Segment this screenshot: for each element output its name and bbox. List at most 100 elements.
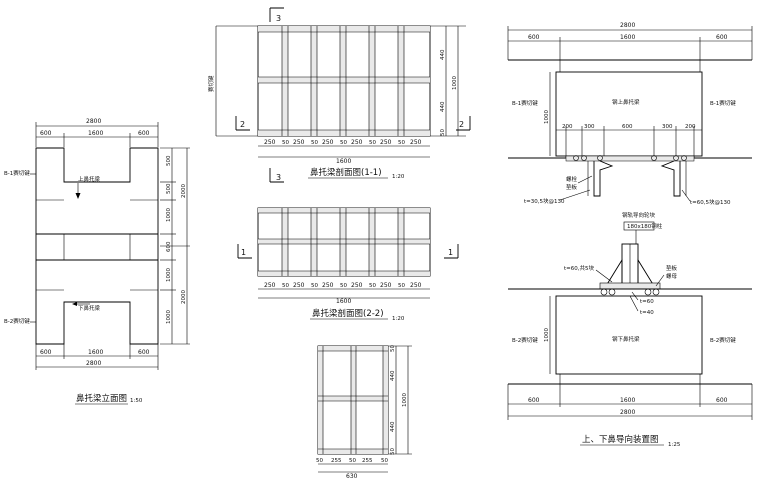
sec2-bottom-dim-11: 250 — [410, 282, 422, 289]
guide-center-label-top: 钢上鼻托梁 — [612, 98, 640, 106]
guide-top-dim-3: 600 — [716, 34, 728, 41]
sec1-bottom-dim-11: 250 — [410, 139, 422, 146]
elev-right-dim-6: 1000 — [166, 310, 172, 324]
guide-dim-1000-top: 1000 — [544, 110, 550, 124]
sec1-mark-left: 2 — [240, 120, 245, 129]
sec3-bottom-dim-5: 50 — [381, 458, 388, 464]
guide-top-dim-2: 1600 — [620, 34, 635, 41]
guide-right-label-bottom: B-2赛切键 — [710, 336, 736, 344]
guide-bottom-dim-1: 600 — [528, 397, 540, 404]
section-3-3: 50 440 440 50 1000 50 255 50 255 50 630 — [316, 345, 412, 480]
sec3-right-dim-4: 50 — [390, 448, 396, 455]
sec3-right-dim-5: 1000 — [402, 393, 408, 407]
sec2-bottom-dim-10: 50 — [398, 283, 405, 289]
guide-head-size: 180x180钢柱 — [627, 222, 663, 230]
elev-side-label-top: B-1赛切键 — [4, 169, 30, 177]
elev-top-dim-2: 1600 — [88, 130, 103, 137]
guide-plate-right-top: t=60,5块@130 — [690, 198, 731, 206]
sec2-bottom-dim-1: 250 — [264, 282, 276, 289]
guide-device: 2800 600 1600 600 B-1赛切键 B-1赛切键 钢上鼻托梁 10… — [507, 22, 753, 448]
guide-dim-1000-bottom: 1000 — [544, 328, 550, 342]
guide-center-label-bottom: 钢下鼻托梁 — [612, 335, 640, 343]
elev-bottom-total: 2800 — [86, 360, 101, 367]
guide-t40: t=40 — [640, 310, 654, 316]
sec3-total: 630 — [346, 473, 358, 480]
section1-title: 鼻托梁剖面图(1-1) — [310, 167, 382, 178]
sec3-right-dim-3: 440 — [390, 421, 396, 432]
sec1-bottom-dim-5: 250 — [322, 139, 334, 146]
sec2-bottom-dim-2: 50 — [282, 283, 289, 289]
sec2-bottom-dim-8: 50 — [369, 283, 376, 289]
elev-right-dim-5: 1000 — [166, 268, 172, 282]
guide-plate-left-top: t=30,5块@130 — [524, 197, 565, 205]
guide-pad-label: 垫板 — [566, 183, 578, 191]
sec3-bottom-dim-1: 50 — [316, 458, 323, 464]
sec1-right-dim-4: 1000 — [452, 76, 458, 90]
sec1-mark-top: 3 — [276, 14, 281, 23]
sec2-mark-right: 1 — [448, 248, 453, 257]
guide-right-bolt: 螺母 — [666, 272, 678, 280]
sec2-bottom-dim-3: 250 — [293, 282, 305, 289]
sec3-bottom-dim-2: 255 — [331, 458, 342, 464]
guide-right-label-top: B-1赛切键 — [710, 99, 736, 107]
sec3-bottom-dim-3: 50 — [349, 458, 356, 464]
sec3-right-dim-2: 440 — [390, 370, 396, 381]
guide-bolt-label: 螺栓 — [566, 175, 578, 183]
guide-bottom-dim-2: 1600 — [620, 397, 635, 404]
section2-scale: 1:20 — [392, 316, 405, 322]
guide-title: 上、下鼻导向装置图 — [582, 434, 659, 445]
elev-outer-dim-1: 2000 — [181, 184, 187, 198]
guide-top-total: 2800 — [620, 22, 635, 29]
guide-bottom-dim-3: 600 — [716, 397, 728, 404]
sec3-bottom-dim-4: 255 — [362, 458, 373, 464]
elev-side-label-bottom: B-2赛切键 — [4, 317, 30, 325]
sec1-bottom-dim-4: 50 — [311, 140, 318, 146]
elev-bottom-dim-2: 1600 — [88, 349, 103, 356]
elevation-title: 鼻托梁立面图 — [76, 393, 127, 404]
elev-right-dim-1: 500 — [166, 155, 172, 166]
sec1-bottom-dim-7: 250 — [351, 139, 363, 146]
guide-inner-dim-4: 300 — [662, 124, 673, 130]
section2-title: 鼻托梁剖面图(2-2) — [312, 308, 384, 319]
sec1-total: 1600 — [336, 158, 351, 165]
sec1-mark-right: 2 — [459, 120, 464, 129]
elev-right-dim-3: 1000 — [166, 208, 172, 222]
guide-inner-dim-1: 200 — [562, 124, 573, 130]
sec2-total: 1600 — [336, 298, 351, 305]
guide-t60: t=60 — [640, 299, 654, 305]
sec1-left-label: 赛切键 — [207, 75, 215, 92]
sec2-bottom-dim-5: 250 — [322, 282, 334, 289]
guide-left-label-top: B-1赛切键 — [512, 99, 538, 107]
sec2-bottom-dim-6: 50 — [340, 283, 347, 289]
section1-scale: 1:20 — [392, 174, 405, 180]
sec1-bottom-dim-10: 50 — [398, 140, 405, 146]
elevation-view: 2800 600 1600 600 上鼻托梁 下鼻托梁 B-1赛切键 B-2赛切… — [4, 118, 190, 405]
elev-bottom-dim-1: 600 — [40, 349, 52, 356]
sec2-bottom-dim-7: 250 — [351, 282, 363, 289]
guide-inner-dim-5: 200 — [685, 124, 696, 130]
sec1-right-dim-1: 440 — [440, 49, 446, 60]
guide-bottom-total: 2800 — [620, 409, 635, 416]
elev-top-dim-3: 600 — [138, 130, 150, 137]
guide-scale: 1:25 — [668, 442, 681, 448]
sec2-bottom-dim-4: 50 — [311, 283, 318, 289]
elevation-scale: 1:50 — [130, 398, 143, 404]
section-1-1: 3 2 2 赛切键 440 440 5 — [207, 7, 471, 183]
elev-right-dim-2: 500 — [166, 183, 172, 194]
elev-outer-dim-2: 2000 — [181, 290, 187, 304]
guide-inner-dim-2: 300 — [584, 124, 595, 130]
sec1-bottom-dim-9: 250 — [380, 139, 392, 146]
guide-left-label-bottom: B-2赛切键 — [512, 336, 538, 344]
section-2-2: 1 1 250 50 250 50 250 50 250 50 250 50 — [237, 207, 459, 322]
sec1-bottom-dim-1: 250 — [264, 139, 276, 146]
guide-right-pad: 垫板 — [666, 264, 678, 272]
sec2-bottom-dim-9: 250 — [380, 282, 392, 289]
elev-bottom-dim-3: 600 — [138, 349, 150, 356]
upper-beam-label: 上鼻托梁 — [78, 175, 101, 183]
guide-inner-dim-3: 600 — [622, 124, 633, 130]
guide-top-dim-1: 600 — [528, 34, 540, 41]
sec1-bottom-dim-6: 50 — [340, 140, 347, 146]
elev-top-total: 2800 — [86, 118, 101, 125]
sec1-right-dim-3: 50 — [440, 129, 446, 136]
